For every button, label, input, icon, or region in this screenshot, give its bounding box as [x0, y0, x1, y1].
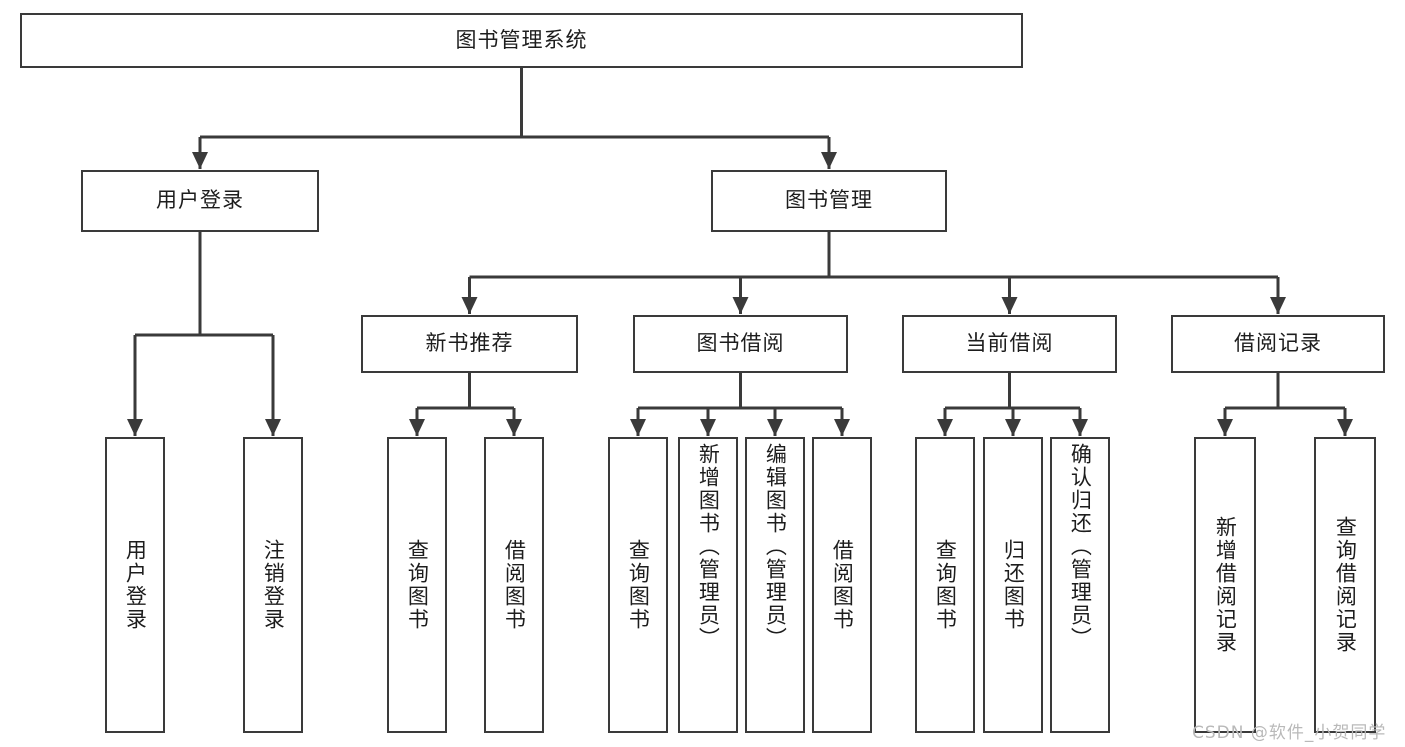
- arrowhead: [1072, 419, 1088, 436]
- node-newbook: 新书推荐: [361, 315, 578, 373]
- arrowhead: [767, 419, 783, 436]
- node-records: 借阅记录: [1171, 315, 1385, 373]
- node-leaf-query-book-cur: 查询图书: [915, 437, 975, 733]
- node-leaf-add-record: 新增借阅记录: [1194, 437, 1256, 733]
- node-bookmgmt: 图书管理: [711, 170, 947, 232]
- arrowhead: [127, 419, 143, 436]
- node-leaf-add-book: 新增图书（管理员）: [678, 437, 738, 733]
- arrowhead: [834, 419, 850, 436]
- arrowhead: [630, 419, 646, 436]
- arrowhead: [937, 419, 953, 436]
- node-leaf-query-book-new: 查询图书: [387, 437, 447, 733]
- arrowhead: [700, 419, 716, 436]
- arrowhead: [732, 297, 749, 314]
- node-leaf-query-record: 查询借阅记录: [1314, 437, 1376, 733]
- node-leaf-user-logout: 注销登录: [243, 437, 303, 733]
- node-leaf-borrow-book: 借阅图书: [812, 437, 872, 733]
- node-leaf-user-login: 用户登录: [105, 437, 165, 733]
- arrowhead: [265, 419, 281, 436]
- arrowhead: [1217, 419, 1233, 436]
- node-leaf-confirm-return: 确认归还（管理员）: [1050, 437, 1110, 733]
- arrowhead: [506, 419, 522, 436]
- arrowhead: [821, 152, 837, 169]
- node-root: 图书管理系统: [20, 13, 1023, 68]
- node-leaf-query-book: 查询图书: [608, 437, 668, 733]
- node-login: 用户登录: [81, 170, 319, 232]
- arrowhead: [461, 297, 478, 314]
- arrowhead: [1337, 419, 1353, 436]
- node-borrow: 图书借阅: [633, 315, 848, 373]
- node-leaf-edit-book: 编辑图书（管理员）: [745, 437, 805, 733]
- arrowhead: [1001, 297, 1018, 314]
- arrowhead: [1005, 419, 1021, 436]
- arrowhead: [192, 152, 208, 169]
- arrowhead: [409, 419, 425, 436]
- arrowhead: [1270, 297, 1286, 314]
- node-current: 当前借阅: [902, 315, 1117, 373]
- node-leaf-return-book: 归还图书: [983, 437, 1043, 733]
- node-leaf-borrow-book-new: 借阅图书: [484, 437, 544, 733]
